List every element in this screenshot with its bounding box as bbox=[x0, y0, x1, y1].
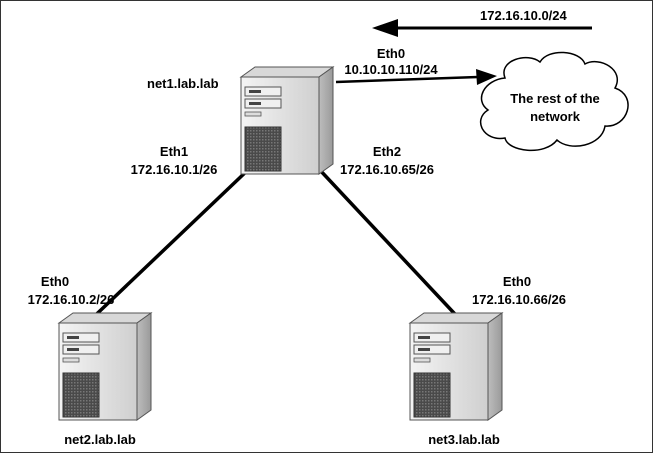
server-net2 bbox=[58, 312, 152, 421]
net3-eth0-name: Eth0 bbox=[503, 274, 531, 289]
link-net1-net2 bbox=[80, 166, 252, 330]
cloud-icon bbox=[479, 51, 629, 152]
net1-hostname: net1.lab.lab bbox=[147, 76, 219, 91]
link-net1-net3 bbox=[316, 166, 470, 330]
net1-eth2-name: Eth2 bbox=[373, 144, 401, 159]
net2-eth0-ip: 172.16.10.2/26 bbox=[28, 292, 115, 307]
arrow-icon bbox=[335, 69, 497, 85]
net2-hostname: net2.lab.lab bbox=[64, 432, 136, 447]
net2-eth0-name: Eth0 bbox=[41, 274, 69, 289]
net3-eth0-ip: 172.16.10.66/26 bbox=[472, 292, 566, 307]
route-arrow-icon bbox=[372, 19, 592, 37]
tower-server-icon bbox=[409, 312, 503, 421]
cloud-label-line1: The rest of the bbox=[510, 91, 600, 106]
server-net1 bbox=[240, 66, 334, 175]
server-net3 bbox=[409, 312, 503, 421]
net1-eth0-ip: 10.10.10.110/24 bbox=[344, 62, 438, 77]
net3-hostname: net3.lab.lab bbox=[428, 432, 500, 447]
net1-eth1-ip: 172.16.10.1/26 bbox=[131, 162, 218, 177]
cloud-label-line2: network bbox=[530, 109, 581, 124]
tower-server-icon bbox=[58, 312, 152, 421]
net1-eth1-name: Eth1 bbox=[160, 144, 188, 159]
tower-server-icon bbox=[240, 66, 334, 175]
net1-eth2-ip: 172.16.10.65/26 bbox=[340, 162, 434, 177]
route-label: 172.16.10.0/24 bbox=[480, 8, 568, 23]
net1-eth0-name: Eth0 bbox=[377, 46, 405, 61]
